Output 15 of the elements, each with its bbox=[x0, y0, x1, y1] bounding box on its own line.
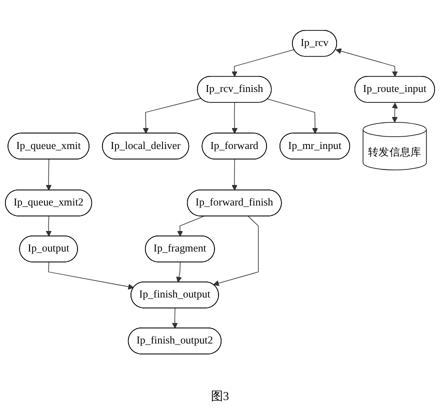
arrow bbox=[172, 308, 178, 328]
arrow bbox=[267, 98, 318, 134]
arrow bbox=[48, 262, 134, 290]
arrow bbox=[176, 262, 182, 282]
arrow bbox=[232, 102, 238, 134]
arrow bbox=[232, 49, 294, 77]
arrow bbox=[142, 98, 202, 134]
arrow bbox=[46, 159, 52, 190]
figure-caption: 图3 bbox=[211, 389, 229, 403]
arrow bbox=[213, 216, 259, 286]
arrow bbox=[46, 216, 52, 236]
arrow bbox=[177, 216, 204, 236]
arrow bbox=[392, 102, 398, 122]
arrow bbox=[336, 48, 398, 77]
arrow bbox=[232, 159, 238, 190]
